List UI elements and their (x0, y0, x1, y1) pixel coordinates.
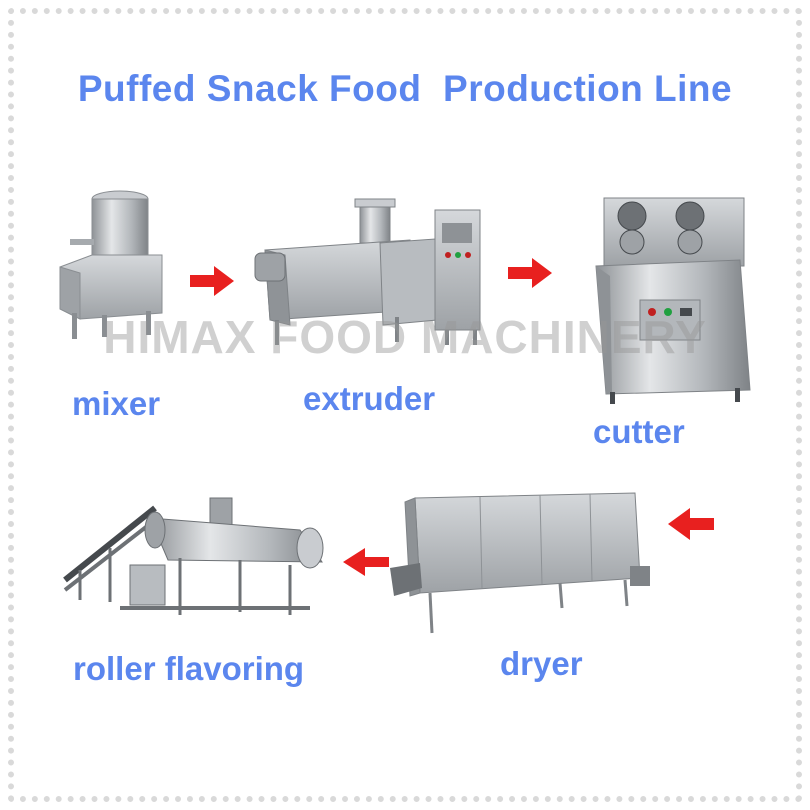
extruder-machine-icon (254, 198, 481, 345)
mixer-machine-icon (59, 190, 163, 339)
dryer-machine-icon (390, 492, 650, 634)
dotted-frame (8, 8, 802, 802)
stage-label-extruder: extruder (303, 380, 436, 417)
stage-label-dryer: dryer (500, 645, 583, 682)
left-arrow-icon (343, 548, 389, 576)
cutter-machine-icon (595, 197, 751, 404)
right-arrow-icon (508, 258, 552, 288)
stage-label-roller-flavoring: roller flavoring (73, 650, 305, 687)
stage-label-cutter: cutter (593, 413, 685, 450)
roller-flavoring-machine-icon (63, 497, 324, 615)
stage-label-mixer: mixer (72, 385, 161, 422)
page-title: Puffed Snack Food Production Line (77, 68, 733, 109)
right-arrow-icon (190, 266, 234, 296)
left-arrow-icon (668, 508, 714, 540)
